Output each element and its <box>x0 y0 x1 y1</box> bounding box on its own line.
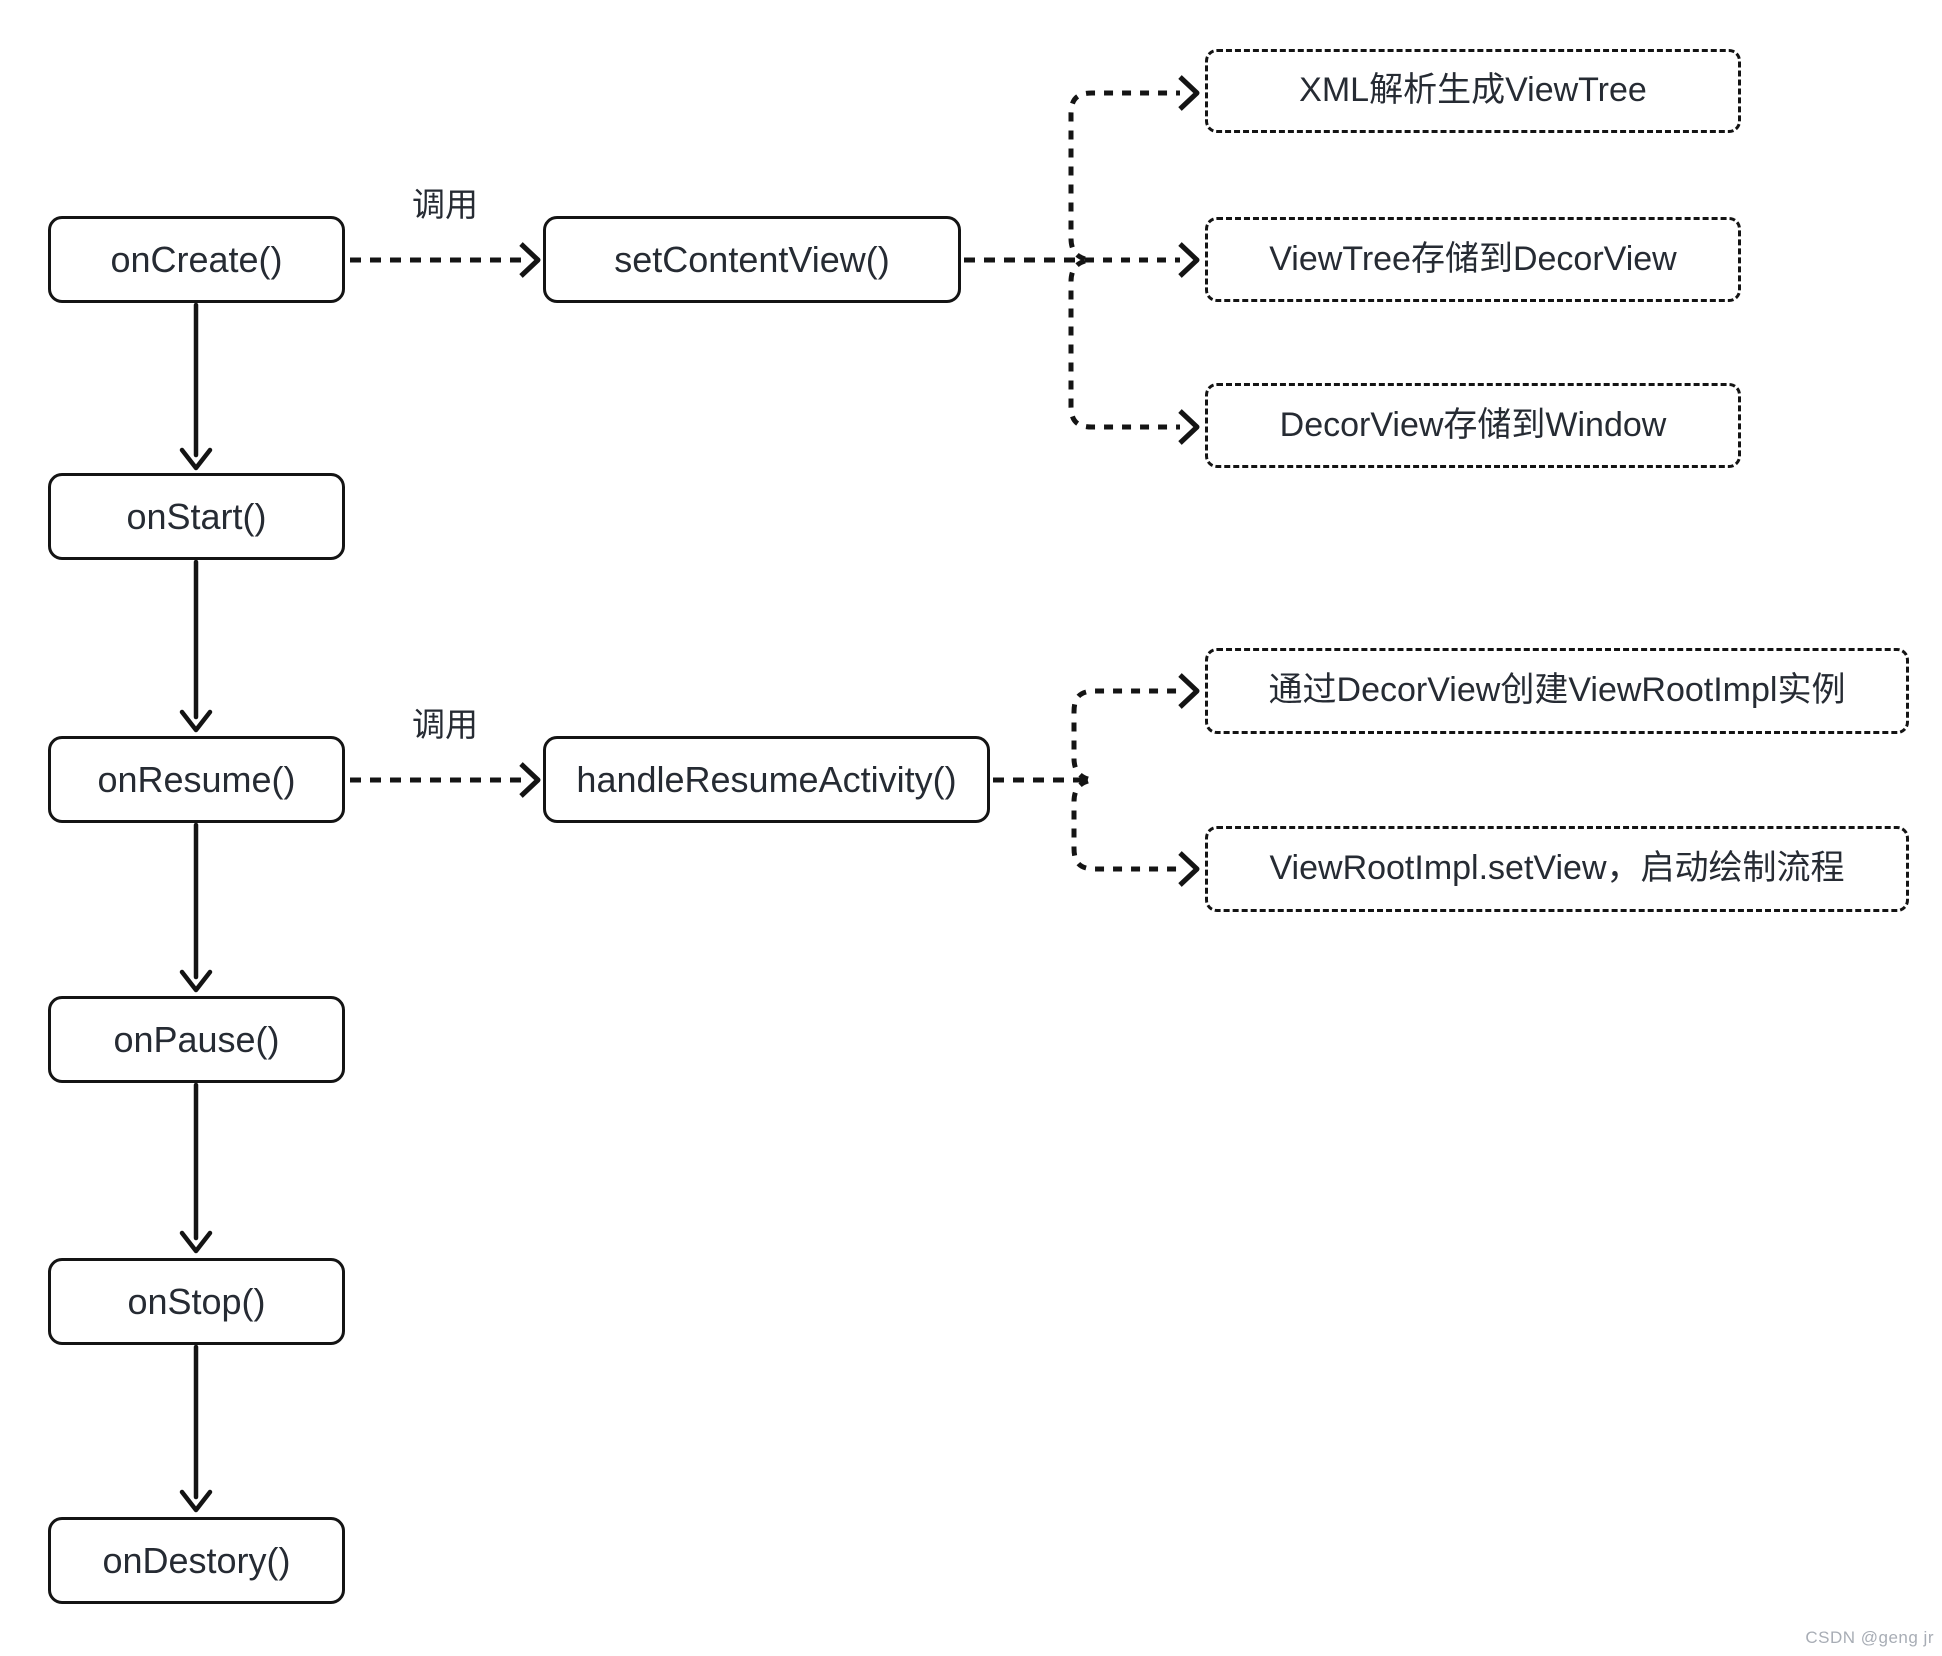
edge-label-call-handleresume: 调用 <box>412 706 478 743</box>
arrow-onstop-to-ondestory <box>179 1344 213 1513</box>
step-create-viewrootimpl: 通过DecorView创建ViewRootImpl实例 <box>1205 648 1909 734</box>
node-onstart: onStart() <box>48 473 345 560</box>
step-decorview-to-window: DecorView存储到Window <box>1205 383 1741 468</box>
dashed-arrow-oncreate-setcontentview <box>350 242 541 278</box>
branch-handleresume <box>993 673 1200 887</box>
arrow-oncreate-to-onstart <box>179 302 213 471</box>
edge-label-call-setcontentview: 调用 <box>412 186 478 223</box>
arrow-onpause-to-onstop <box>179 1082 213 1254</box>
node-onresume: onResume() <box>48 736 345 823</box>
step-xml-parse-viewtree: XML解析生成ViewTree <box>1205 49 1741 133</box>
arrow-onstart-to-onresume <box>179 559 213 733</box>
arrow-onresume-to-onpause <box>179 822 213 993</box>
node-oncreate: onCreate() <box>48 216 345 303</box>
node-ondestory: onDestory() <box>48 1517 345 1604</box>
branch-setcontentview <box>964 75 1200 445</box>
step-viewrootimpl-setview: ViewRootImpl.setView，启动绘制流程 <box>1205 826 1909 912</box>
watermark-csdn: CSDN @geng jr <box>1805 1628 1934 1647</box>
node-setcontentview: setContentView() <box>543 216 961 303</box>
dashed-arrow-onresume-handleresume <box>350 762 541 798</box>
node-onpause: onPause() <box>48 996 345 1083</box>
node-handleresumeactivity: handleResumeActivity() <box>543 736 990 823</box>
node-onstop: onStop() <box>48 1258 345 1345</box>
step-viewtree-to-decorview: ViewTree存储到DecorView <box>1205 217 1741 302</box>
